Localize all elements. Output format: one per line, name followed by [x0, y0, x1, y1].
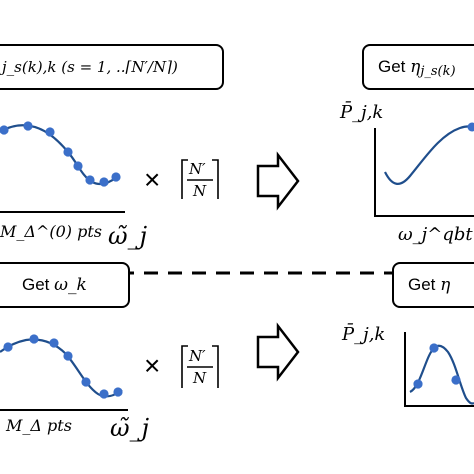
bottom-right-axes [404, 332, 474, 407]
top-ceil-bracket-left [181, 159, 188, 199]
bottom-left-point-1 [3, 342, 13, 352]
top-right-axes [374, 128, 474, 217]
top-right-box: Get η j_s(k) [362, 44, 474, 90]
top-left-point-2 [23, 121, 33, 131]
top-right-x-label: ω_j^qbt [398, 224, 473, 245]
bottom-right-points [413, 343, 461, 389]
top-left-point-1 [0, 125, 9, 135]
top-left-point-4 [63, 147, 73, 157]
bottom-left-points [3, 334, 123, 399]
bottom-ceil-bracket-left [181, 345, 188, 388]
top-left-point-3 [45, 127, 55, 137]
top-arrow [256, 151, 300, 211]
bottom-left-point-2 [29, 334, 39, 344]
bottom-multiplier: × [144, 350, 161, 381]
bottom-omega-label: ω̃_j [110, 414, 150, 442]
top-left-points [0, 121, 121, 187]
top-ceil-bracket-right [212, 159, 219, 199]
bottom-right-curve [409, 344, 474, 405]
bottom-right-box: Get η [392, 262, 474, 308]
bottom-right-point-3 [451, 375, 461, 385]
top-multiplier: × [144, 164, 161, 195]
bottom-left-box-prefix: Get [22, 275, 50, 294]
bottom-left-axis-label: M_Δ pts [6, 416, 72, 435]
top-ceil-num: N′ [189, 160, 206, 178]
top-left-curve [0, 124, 118, 186]
bottom-left-curve [0, 338, 123, 398]
top-right-curve [384, 125, 474, 185]
top-omega-label: ω̃_j [108, 222, 148, 250]
bottom-right-y-label: P̄_j,k [342, 324, 386, 345]
bottom-left-point-4 [63, 351, 73, 361]
top-right-box-prefix: Get [378, 57, 406, 76]
bottom-left-box: Get ω_k [0, 262, 130, 308]
bottom-right-point-2 [429, 343, 439, 353]
bottom-ceil-bracket-right [212, 345, 219, 388]
bottom-right-box-prefix: Get [408, 275, 436, 294]
bottom-ceil-den: N [193, 369, 207, 387]
bottom-left-point-6 [99, 389, 109, 399]
bottom-arrow [256, 322, 300, 382]
top-right-point [467, 122, 474, 132]
top-right-y-label: P̄_j,k [340, 102, 384, 123]
bottom-left-box-symbol: ω_k [54, 275, 87, 295]
bottom-left-point-7 [113, 387, 123, 397]
top-left-point-7 [99, 177, 109, 187]
bottom-ceil-num: N′ [189, 347, 206, 365]
bottom-right-box-symbol: η [440, 275, 451, 295]
top-left-point-6 [85, 175, 95, 185]
top-ceil-den: N [193, 182, 207, 200]
bottom-left-point-5 [81, 377, 91, 387]
bottom-right-point-1 [413, 379, 423, 389]
top-left-axis-label: M_Δ^(0) pts [0, 222, 102, 241]
top-left-box: j_s(k),k (s = 1, ..⌈N′/N⌉) [0, 44, 224, 90]
top-right-box-symbol: η [410, 57, 421, 77]
top-left-box-text: j_s(k),k (s = 1, ..⌈N′/N⌉) [2, 58, 178, 76]
bottom-left-point-3 [49, 338, 59, 348]
top-left-point-5 [73, 161, 83, 171]
top-left-point-8 [111, 172, 121, 182]
top-right-box-sub: j_s(k) [420, 63, 456, 79]
